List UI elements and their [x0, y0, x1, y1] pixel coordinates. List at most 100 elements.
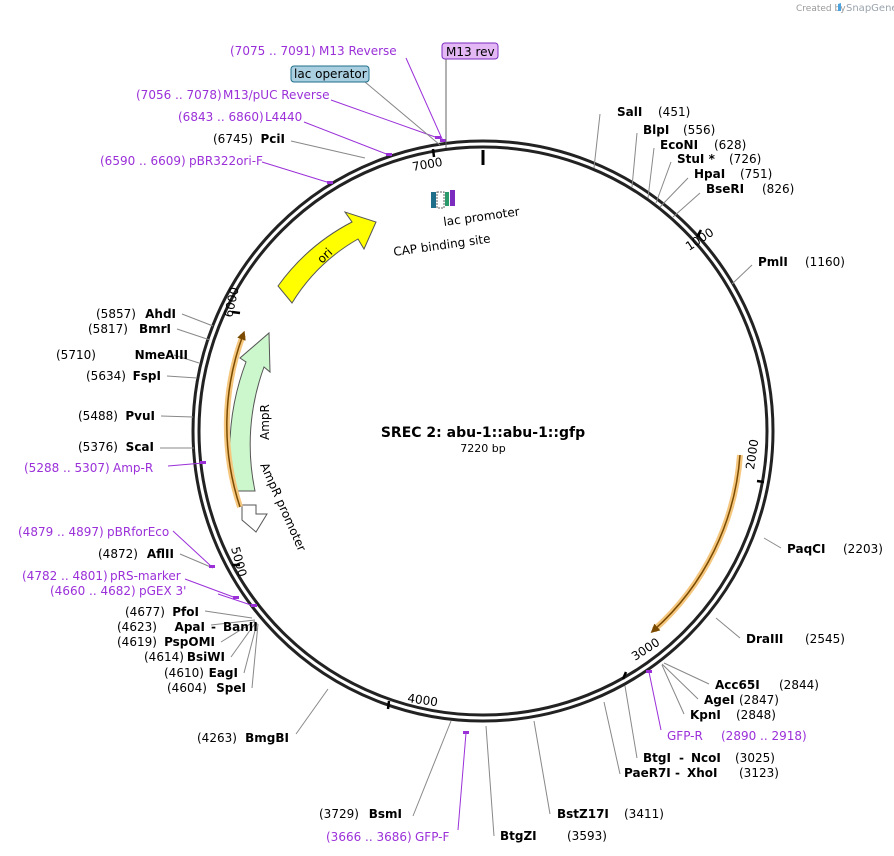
primer-ampr-name[interactable]: Amp-R: [113, 461, 153, 475]
primer-binding-mark[interactable]: [233, 596, 239, 599]
enzyme-econi-name[interactable]: EcoNI: [660, 138, 698, 152]
enzyme-xhoi-name[interactable]: XhoI: [687, 766, 718, 780]
primer-m13pucreverse-name[interactable]: M13/pUC Reverse: [223, 88, 330, 102]
primer-leader: [261, 161, 331, 184]
enzyme-btgzi-position: (3593): [567, 829, 607, 843]
enzyme-bstz17i-name[interactable]: BstZ17I: [557, 807, 609, 821]
enzyme-apai-name[interactable]: ApaI: [175, 620, 205, 634]
enzyme-leader: [166, 375, 198, 379]
ampr-label: AmpR: [258, 404, 272, 440]
enzyme-eagi-position: (4610): [164, 666, 204, 680]
enzyme-pfoi-name[interactable]: PfoI: [172, 605, 199, 619]
enzyme-bstz17i-position: (3411): [624, 807, 664, 821]
primer-pgex3-range: (4660 .. 4682): [50, 584, 136, 598]
primer-leader: [405, 57, 444, 142]
enzyme-ahdi-name[interactable]: AhdI: [145, 307, 176, 321]
enzyme-sali-name[interactable]: SalI: [617, 105, 642, 119]
enzyme-bmgbi-position: (4263): [197, 731, 237, 745]
enzyme-scai-name[interactable]: ScaI: [126, 440, 154, 454]
primer-binding-mark[interactable]: [463, 731, 469, 734]
primer-prsmarker-name[interactable]: pRS-marker: [110, 569, 181, 583]
enzyme-aflii-position: (4872): [98, 547, 138, 561]
lac-operator-tag[interactable]: [290, 65, 370, 83]
m13rev-tag-label: M13 rev: [446, 45, 495, 59]
primer-binding-mark[interactable]: [327, 181, 333, 184]
enzyme-leader: [672, 192, 701, 218]
gfp-cds-arrow: [650, 454, 741, 634]
cap-site-label: CAP binding site: [392, 231, 491, 258]
enzyme-btgi-name[interactable]: BtgI: [643, 751, 671, 765]
lac-operator-tag-leader: [364, 81, 441, 146]
enzyme-paqci-position: (2203): [843, 542, 883, 556]
enzyme-pvui-name[interactable]: PvuI: [125, 409, 155, 423]
enzyme-ncoi-name[interactable]: NcoI: [691, 751, 721, 765]
primer-l4440-name[interactable]: L4440: [265, 110, 302, 124]
primer-pgex3-name[interactable]: pGEX 3': [139, 584, 186, 598]
primer-binding-mark[interactable]: [646, 670, 652, 673]
enzyme-draiii-name[interactable]: DraIII: [746, 632, 783, 646]
enzyme-bseri-name[interactable]: BseRI: [706, 182, 744, 196]
enzyme-aflii-name[interactable]: AflII: [147, 547, 174, 561]
enzyme-bmri-name[interactable]: BmrI: [139, 322, 171, 336]
primer-binding-mark[interactable]: [440, 139, 446, 142]
ampr-promoter-feature[interactable]: [241, 504, 268, 533]
primer-m13reverse-name[interactable]: M13 Reverse: [319, 44, 397, 58]
enzyme-stui-name[interactable]: StuI *: [677, 152, 716, 166]
snapgene-logo: SnapGene: [846, 3, 894, 14]
enzyme-bsiwi-name[interactable]: BsiWI: [187, 650, 225, 664]
plasmid-size: 7220 bp: [460, 442, 505, 455]
enzyme-leader: [661, 664, 685, 715]
enzyme-leader: [655, 161, 672, 204]
enzyme-btgzi-name[interactable]: BtgZI: [500, 829, 537, 843]
tick-label-7000: 7000: [411, 155, 444, 174]
primer-gfpf-name[interactable]: GFP-F: [415, 830, 450, 844]
enzyme-paer7i-name[interactable]: PaeR7I: [624, 766, 671, 780]
primer-gfpr-name[interactable]: GFP-R: [667, 729, 703, 743]
enzyme-bmgbi-name[interactable]: BmgBI: [245, 731, 289, 745]
enzyme-pmli-name[interactable]: PmlI: [758, 255, 788, 269]
enzyme-leader: [204, 610, 253, 619]
enzyme-eagi-name[interactable]: EagI: [209, 666, 238, 680]
enzyme-nmeaiii-name[interactable]: NmeAIII: [135, 348, 188, 362]
enzyme-agei-name[interactable]: AgeI: [704, 693, 734, 707]
enzyme-leader: [603, 701, 621, 775]
primer-binding-mark[interactable]: [435, 136, 441, 139]
enzyme-ahdi-position: (5857): [96, 307, 136, 321]
primer-leader: [457, 732, 467, 831]
tick-label-6000: 6000: [221, 286, 242, 319]
enzyme-pspomi-name[interactable]: PspOMI: [164, 635, 215, 649]
lac-promoter-feature[interactable]: [436, 191, 445, 209]
enzyme-blpi-name[interactable]: BlpI: [643, 123, 669, 137]
enzyme-separator: -: [211, 620, 216, 634]
primer-pbr322orif-name[interactable]: pBR322ori-F: [189, 154, 263, 168]
lac-operator-feature[interactable]: [445, 192, 449, 206]
primer-leader: [172, 530, 213, 568]
enzyme-leader: [659, 177, 689, 208]
enzyme-draiii-position: (2545): [805, 632, 845, 646]
enzyme-bseri-position: (826): [762, 182, 794, 196]
primer-binding-mark[interactable]: [200, 461, 206, 464]
enzyme-separator: -: [675, 766, 680, 780]
enzyme-bsmi-name[interactable]: BsmI: [369, 807, 402, 821]
m13rev-tag[interactable]: [441, 42, 499, 60]
enzyme-kpni-name[interactable]: KpnI: [690, 708, 721, 722]
enzyme-hpai-name[interactable]: HpaI: [694, 167, 725, 181]
enzyme-fspi-name[interactable]: FspI: [133, 369, 161, 383]
enzyme-leader: [210, 619, 256, 626]
primer-binding-mark[interactable]: [386, 153, 392, 156]
m13-rev-feature[interactable]: [450, 190, 455, 206]
tick-mark: [695, 229, 703, 238]
enzyme-acc65i-name[interactable]: Acc65I: [715, 678, 760, 692]
primer-ampr-range: (5288 .. 5307): [24, 461, 110, 475]
primer-binding-mark[interactable]: [251, 604, 257, 607]
primer-pbrforeco-name[interactable]: pBRforEco: [107, 525, 169, 539]
ori-feature[interactable]: [277, 211, 377, 304]
enzyme-pcii-name[interactable]: PciI: [261, 132, 286, 146]
cap-site-feature[interactable]: [431, 192, 436, 208]
enzyme-paqci-name[interactable]: PaqCI: [787, 542, 825, 556]
primer-binding-mark[interactable]: [209, 565, 215, 568]
enzyme-spei-name[interactable]: SpeI: [216, 681, 246, 695]
enzyme-banii-name[interactable]: BanII: [223, 620, 258, 634]
enzyme-leader: [173, 354, 200, 364]
